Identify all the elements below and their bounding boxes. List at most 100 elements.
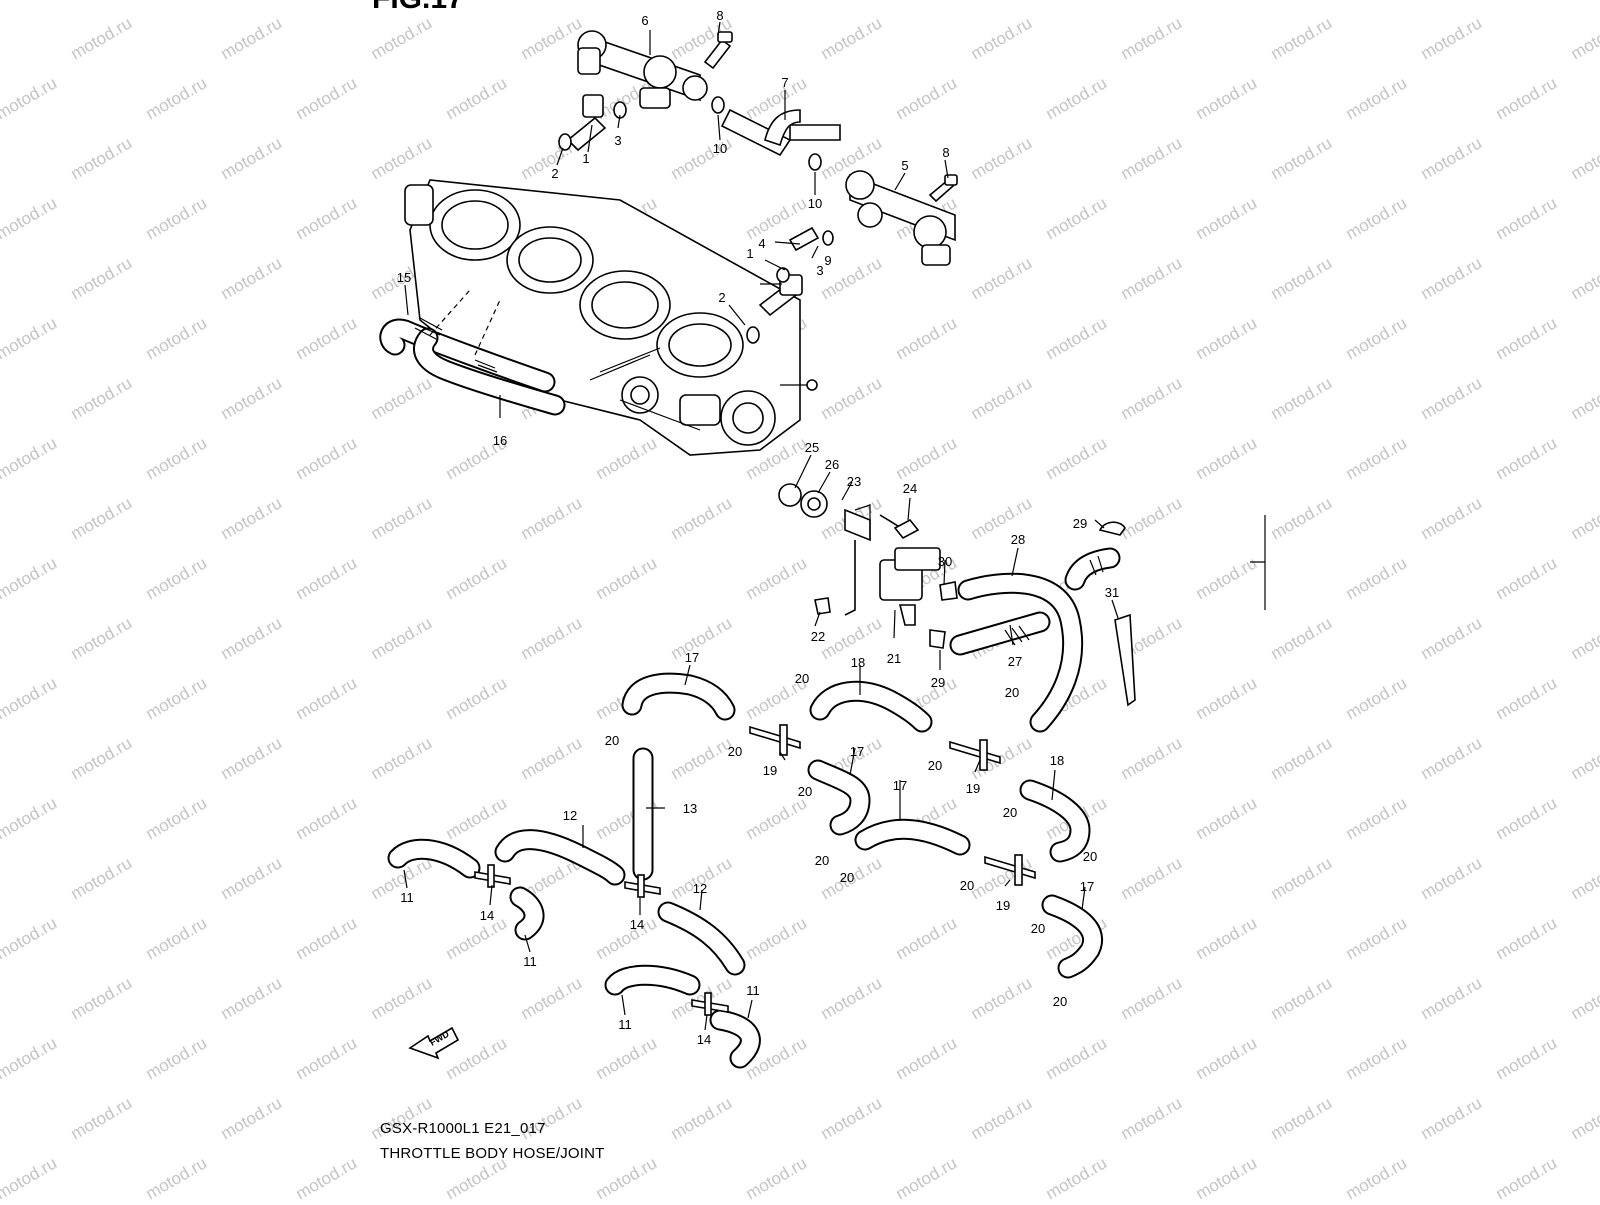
watermark-text: motod.ru [1043,193,1111,243]
watermark-text: motod.ru [1118,133,1186,183]
watermark-text: motod.ru [1343,1033,1411,1083]
callout-13: 13 [683,801,697,816]
watermark-text: motod.ru [293,1153,361,1200]
watermark-text: motod.ru [1493,1153,1561,1200]
watermark-text: motod.ru [743,913,811,963]
watermark-text: motod.ru [368,133,436,183]
watermark-text: motod.ru [743,0,811,3]
watermark-text: motod.ru [818,973,886,1023]
watermark-text: motod.ru [1568,493,1600,543]
watermark-text: motod.ru [1568,733,1600,783]
watermark-text: motod.ru [1568,853,1600,903]
watermark-text: motod.ru [518,733,586,783]
watermark-text: motod.ru [368,373,436,423]
watermark-text: motod.ru [1493,313,1561,363]
watermark-text: motod.ru [893,1153,961,1200]
watermark-text: motod.ru [68,373,136,423]
callout-14: 14 [630,917,644,932]
watermark-text: motod.ru [1193,193,1261,243]
watermark-text: motod.ru [1493,0,1561,3]
watermark-text: motod.ru [1268,133,1336,183]
watermark-text: motod.ru [593,0,661,3]
watermark-text: motod.ru [1343,0,1411,3]
watermark-text: motod.ru [293,73,361,123]
watermark-text: motod.ru [0,433,60,483]
watermark-text: motod.ru [593,553,661,603]
callout-6: 6 [641,13,648,28]
watermark-text: motod.ru [1268,613,1336,663]
callout-15: 15 [397,270,411,285]
watermark-text: motod.ru [1043,433,1111,483]
watermark-text: motod.ru [893,913,961,963]
watermark-text: motod.ru [368,493,436,543]
watermark-text: motod.ru [1343,793,1411,843]
watermark-text: motod.ru [143,73,211,123]
watermark-text: motod.ru [293,0,361,3]
watermark-text: motod.ru [968,373,1036,423]
callout-20: 20 [795,671,809,686]
callout-26: 26 [825,457,839,472]
callout-20: 20 [728,744,742,759]
watermark-text: motod.ru [893,1033,961,1083]
watermark-text: motod.ru [0,793,60,843]
watermark-text: motod.ru [1343,433,1411,483]
callout-19: 19 [763,763,777,778]
watermark-text: motod.ru [893,73,961,123]
watermark-text: motod.ru [668,493,736,543]
watermark-text: motod.ru [1268,13,1336,63]
watermark-text: motod.ru [1493,193,1561,243]
watermark-text: motod.ru [1043,313,1111,363]
watermark-text: motod.ru [1193,793,1261,843]
callout-29: 29 [931,675,945,690]
watermark-text: motod.ru [1268,973,1336,1023]
callout-19: 19 [966,781,980,796]
callout-20: 20 [798,784,812,799]
watermark-text: motod.ru [68,973,136,1023]
watermark-text: motod.ru [593,1033,661,1083]
callout-12: 12 [693,881,707,896]
callout-2: 2 [551,166,558,181]
watermark-text: motod.ru [443,73,511,123]
watermark-text: motod.ru [293,913,361,963]
watermark-text: motod.ru [1268,1093,1336,1143]
watermark-text: motod.ru [293,313,361,363]
watermark-text: motod.ru [218,1093,286,1143]
callout-11: 11 [400,890,414,905]
callout-10: 10 [808,196,822,211]
watermark-text: motod.ru [1343,1153,1411,1200]
watermark-text: motod.ru [68,493,136,543]
watermark-text: motod.ru [818,373,886,423]
callout-11: 11 [746,983,760,998]
watermark-text: motod.ru [1268,733,1336,783]
watermark-text: motod.ru [1193,313,1261,363]
watermark-text: motod.ru [68,1093,136,1143]
watermark-text: motod.ru [818,13,886,63]
watermark-text: motod.ru [1493,913,1561,963]
watermark-text: motod.ru [593,913,661,963]
watermark-text: motod.ru [518,973,586,1023]
watermark-text: motod.ru [893,433,961,483]
callout-30: 30 [938,554,952,569]
watermark-text: motod.ru [968,1093,1036,1143]
watermark-text: motod.ru [668,613,736,663]
callout-20: 20 [1053,994,1067,1009]
watermark-text: motod.ru [1268,493,1336,543]
callout-18: 18 [1050,753,1064,768]
watermark-text: motod.ru [1493,433,1561,483]
callout-23: 23 [847,474,861,489]
callout-8: 8 [942,145,949,160]
model-code: GSX-R1000L1 E21_017 [380,1120,546,1137]
watermark-text: motod.ru [293,433,361,483]
watermark-text: motod.ru [1193,73,1261,123]
callout-1: 1 [746,246,753,261]
watermark-text: motod.ru [1568,253,1600,303]
callout-17: 17 [850,744,864,759]
watermark-text: motod.ru [1568,973,1600,1023]
watermark-text: motod.ru [518,13,586,63]
watermark-text: motod.ru [593,433,661,483]
watermark-text: motod.ru [293,1033,361,1083]
watermark-text: motod.ru [1343,913,1411,963]
watermark-text: motod.ru [1343,313,1411,363]
callout-27: 27 [1008,654,1022,669]
watermark-text: motod.ru [218,253,286,303]
